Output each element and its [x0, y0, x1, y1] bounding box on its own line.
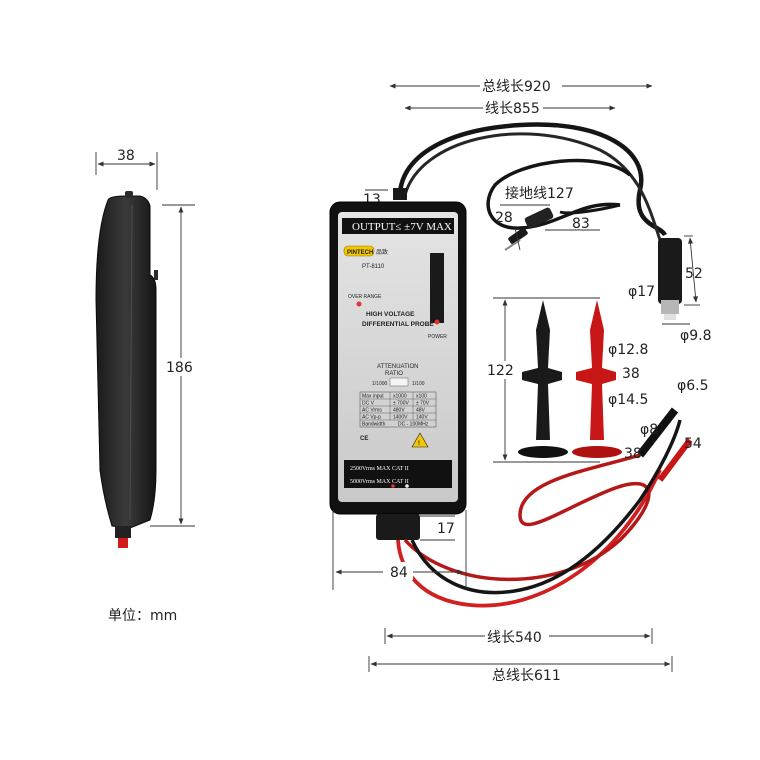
input-lead-label: 线长540	[487, 630, 542, 646]
probe-body: OUTPUT≤ ±7V MAX PINTECH 品致 PT-8110 POWER…	[329, 201, 467, 540]
plug-dia1-label: φ6.5	[677, 378, 709, 394]
spec-cell: 140V	[416, 415, 428, 421]
spec-cell: Bandwidth	[362, 422, 386, 428]
side-height-label: 186	[166, 360, 193, 376]
connector-diameter-label: φ17	[628, 284, 655, 300]
spec-cell: AC Vrms	[362, 408, 382, 414]
side-view-body	[95, 195, 157, 529]
over-range-label: OVER RANGE	[348, 294, 382, 300]
attenuation-line1: ATTENUATION	[377, 364, 418, 370]
body-width-label: 84	[390, 565, 408, 581]
plug-dimensions: φ6.5 φ8 54	[640, 378, 709, 452]
spec-cell: 1400V	[393, 415, 408, 421]
connector-tip-label: φ9.8	[680, 328, 712, 344]
ratio-left: 1/1000	[372, 381, 388, 387]
ground-dimensions: 接地线127 28 83	[495, 185, 600, 251]
brand-label: PINTECH	[347, 250, 373, 256]
plug-length-label: 54	[684, 436, 702, 452]
output-cable	[397, 122, 668, 241]
ground-lead-label: 接地线127	[505, 185, 574, 202]
title-line2: DIFFERENTIAL PROBE	[362, 321, 434, 328]
cable-exit-label: 17	[437, 521, 455, 537]
connector-length-label: 52	[685, 266, 703, 282]
spec-cell: AC Vp-p	[362, 415, 381, 421]
unit-label: 单位：mm	[108, 608, 177, 624]
black-plug	[636, 407, 679, 458]
hook-dia2-label: φ14.5	[608, 392, 648, 408]
power-label: POWER	[428, 334, 447, 340]
top-dimensions: 总线长920 线长855	[389, 77, 653, 117]
ce-mark: CE	[360, 436, 368, 442]
spec-cell: ± 700V	[393, 401, 409, 407]
spec-cell: x100	[416, 394, 427, 400]
spec-cell: x1000	[393, 394, 407, 400]
rating-line2: 5000Vrms MAX CAT II	[350, 479, 409, 485]
power-led	[434, 319, 440, 325]
hook-length-label: 122	[487, 363, 514, 379]
input-total-label: 总线长611	[492, 668, 561, 684]
bottom-dimensions: 17 84 线长540 总线长611	[332, 510, 673, 684]
spec-cell: 48V	[416, 408, 426, 414]
lead-length-label: 线长855	[485, 101, 540, 117]
hook-w1-label: 38	[622, 366, 640, 382]
svg-text:!: !	[418, 441, 420, 447]
brand-cn-label: 品致	[376, 248, 388, 256]
attenuation-switch[interactable]	[389, 377, 409, 387]
ground-lead	[486, 158, 632, 251]
spec-cell: DC - 100MHz	[398, 422, 429, 428]
bnc-connector: 52 φ17 φ9.8	[628, 235, 712, 344]
side-view: 38 186 单位：mm	[95, 148, 197, 624]
title-line1: HIGH VOLTAGE	[366, 311, 415, 318]
spec-cell: ± 70V	[416, 401, 430, 407]
spec-cell: Max input	[362, 394, 384, 400]
rating-line1: 2500Vrms MAX CAT II	[350, 466, 409, 472]
clip-length2-label: 83	[572, 216, 590, 232]
clip-length-label: 28	[495, 210, 513, 226]
side-width-label: 38	[117, 148, 135, 164]
hook-clips: 122 φ12.8 38 φ14.5 38	[485, 297, 648, 463]
spec-cell: 480V	[393, 408, 405, 414]
attenuation-line2: RATIO	[385, 371, 403, 377]
model-label: PT-8110	[362, 264, 385, 270]
hook-w2-label: 38	[624, 446, 642, 462]
output-label: OUTPUT≤ ±7V MAX	[352, 221, 452, 233]
ratio-right: 1/100	[412, 381, 425, 387]
over-range-led	[356, 301, 362, 307]
hook-dia1-label: φ12.8	[608, 342, 648, 358]
spec-cell: DC V	[362, 401, 375, 407]
total-length-label: 总线长920	[482, 79, 551, 95]
spec-table: Max input x1000 x100 DC V ± 700V ± 70V A…	[359, 391, 437, 428]
plug-dia2-label: φ8	[640, 422, 658, 438]
warning-icon	[411, 432, 429, 448]
